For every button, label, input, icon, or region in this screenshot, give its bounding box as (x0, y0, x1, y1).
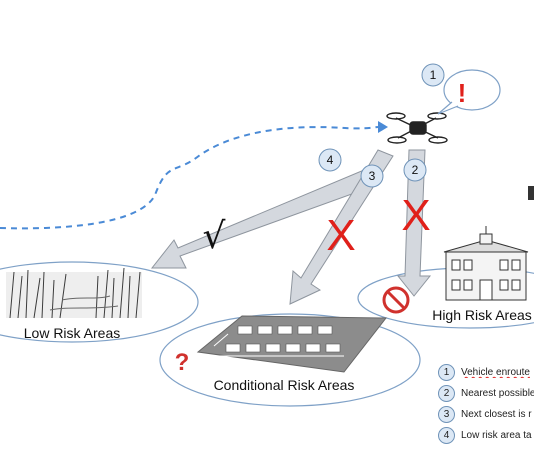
alert-bubble-tail (437, 101, 459, 115)
legend-text: Next closest is r (461, 409, 532, 420)
step-circle-2: 2 (403, 158, 427, 182)
check-mark: √ (203, 216, 226, 257)
legend-item: 3 Next closest is r (438, 404, 534, 425)
building-illustration (443, 226, 529, 301)
step-4-label: 4 (327, 153, 334, 167)
step-1-label: 1 (430, 68, 437, 82)
arrow-4-to-low-risk (150, 169, 375, 269)
right-edge-fragment (528, 186, 534, 200)
flight-path-arrowhead (378, 121, 388, 133)
legend-number: 4 (438, 427, 455, 444)
legend-text: Low risk area ta (461, 430, 532, 441)
parking-lot-illustration (196, 315, 388, 373)
legend-item: 1 Vehicle enroute (438, 362, 534, 383)
alert-bubble (443, 69, 501, 111)
legend-text: Nearest possible (461, 388, 534, 399)
drone-icon (386, 112, 448, 144)
exclamation-mark: ! (458, 78, 467, 108)
low-risk-ellipse (0, 261, 199, 343)
cross-mark-2: X (401, 191, 430, 240)
grass-field-illustration (6, 267, 142, 319)
step-circle-1: 1 (421, 63, 445, 87)
legend-number: 3 (438, 406, 455, 423)
question-mark: ? (175, 349, 190, 376)
legend: 1 Vehicle enroute 2 Nearest possible 3 N… (438, 362, 534, 446)
step-3-label: 3 (369, 169, 376, 183)
flight-path-dashed (0, 126, 379, 230)
conditional-risk-label: Conditional Risk Areas (214, 377, 355, 393)
low-risk-label: Low Risk Areas (24, 325, 120, 341)
legend-number: 2 (438, 385, 455, 402)
legend-number: 1 (438, 364, 455, 381)
legend-text-underlined: Vehicle enroute (461, 367, 530, 378)
step-circle-3: 3 (360, 164, 384, 188)
legend-item: 4 Low risk area ta (438, 425, 534, 446)
step-circle-4: 4 (318, 148, 342, 172)
high-risk-label: High Risk Areas (432, 307, 532, 323)
legend-item: 2 Nearest possible (438, 383, 534, 404)
cross-mark-3: X (326, 211, 355, 260)
prohibited-icon (382, 286, 410, 314)
conditional-risk-ellipse (159, 313, 421, 407)
step-2-label: 2 (412, 163, 419, 177)
legend-text: Vehicle enroute (461, 367, 530, 378)
